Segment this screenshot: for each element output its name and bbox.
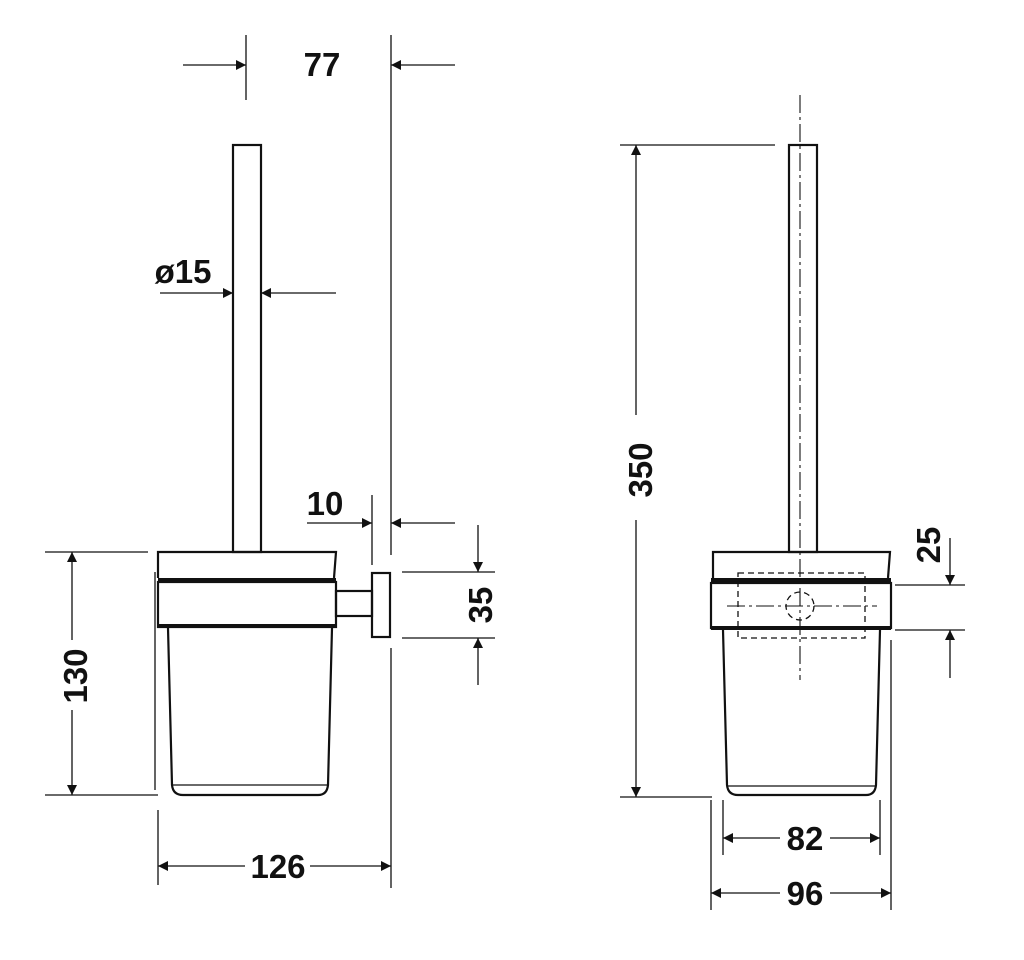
front-view: 350 25 82 96	[620, 95, 965, 912]
dim-96: 96	[787, 875, 824, 912]
dim-130: 130	[57, 648, 94, 703]
band-bottom-line	[711, 626, 891, 630]
brush-handle	[787, 143, 819, 554]
brush-handle	[231, 143, 263, 554]
holder-cap	[156, 550, 338, 579]
band-bottom-line	[158, 624, 336, 628]
dim-350: 350	[622, 442, 659, 497]
dim-77: 77	[304, 46, 341, 83]
dim-diameter-15: ø15	[155, 253, 212, 290]
wall-arm	[334, 589, 374, 618]
dim-25: 25	[910, 527, 947, 564]
holder-cap	[711, 550, 892, 579]
cap-band-line	[711, 578, 891, 583]
side-view: 77 ø15 10 35 130 126	[45, 35, 499, 888]
dim-82: 82	[787, 820, 824, 857]
dim-35: 35	[462, 587, 499, 624]
dim-126: 126	[250, 848, 305, 885]
holder-cup	[721, 629, 882, 797]
holder-band	[156, 580, 338, 629]
dim-10: 10	[307, 485, 344, 522]
holder-cup	[166, 627, 334, 797]
wall-plate	[370, 571, 392, 639]
cap-band-line	[158, 578, 336, 582]
